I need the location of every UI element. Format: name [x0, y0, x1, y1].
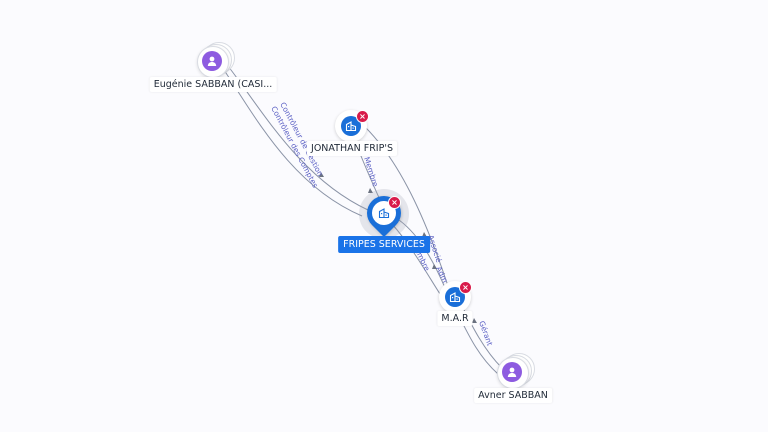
- person-node-eugenie[interactable]: [197, 42, 235, 82]
- edge-label-adm: Adm: [434, 265, 450, 284]
- arrow-head: [422, 232, 427, 237]
- edge-label-gerant: Gérant: [477, 320, 494, 347]
- company-node-jonathan[interactable]: ×: [335, 110, 369, 142]
- remove-badge-icon[interactable]: ×: [356, 110, 369, 123]
- building-icon: [341, 116, 361, 136]
- edge-label-membre-jonathan: Membre: [362, 156, 380, 188]
- person-icon: [502, 362, 522, 382]
- node-label-eugenie[interactable]: Eugénie SABBAN (CASI...: [149, 77, 277, 92]
- arrow-head: [368, 188, 373, 193]
- arrow-head: [472, 318, 477, 323]
- edge-fripes-mar-2: [391, 223, 441, 295]
- arrow-head: [319, 172, 324, 177]
- node-label-avner[interactable]: Avner SABBAN: [474, 388, 552, 403]
- arrow-head: [432, 264, 437, 269]
- node-label-jonathan[interactable]: JONATHAN FRIP'S: [307, 141, 397, 156]
- person-node-avner[interactable]: [497, 353, 535, 393]
- node-label-mar[interactable]: M.A.R: [437, 311, 473, 326]
- person-icon: [202, 51, 222, 71]
- remove-badge-icon[interactable]: ×: [459, 281, 472, 294]
- remove-badge-icon[interactable]: ×: [388, 196, 401, 209]
- company-node-mar[interactable]: ×: [439, 281, 472, 313]
- node-label-fripes[interactable]: FRIPES SERVICES: [338, 236, 430, 253]
- edge-jonathan-mar: [361, 123, 449, 287]
